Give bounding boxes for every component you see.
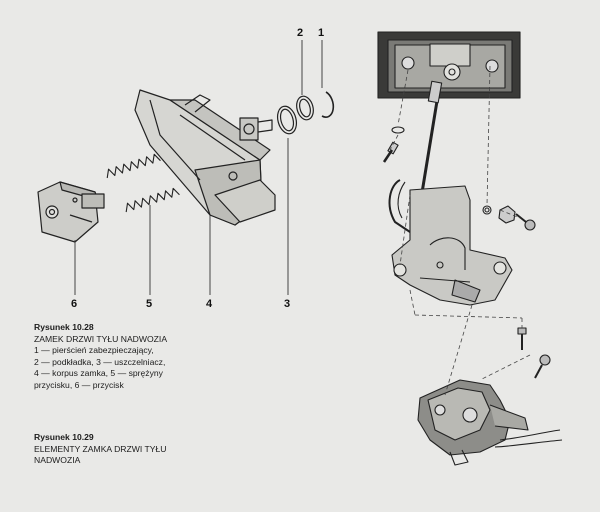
callout-2: 2 xyxy=(297,27,304,39)
callout-5: 5 xyxy=(146,298,153,310)
spring-upper xyxy=(106,153,161,179)
caption-line: ELEMENTY ZAMKA DRZWI TYŁU xyxy=(34,443,167,454)
callout-1: 1 xyxy=(318,27,325,39)
stud-bolt-part xyxy=(515,213,536,231)
caption-title: Rysunek 10.29 xyxy=(34,432,94,442)
callout-6: 6 xyxy=(71,298,78,310)
washer-part xyxy=(296,95,314,121)
lower-screw-part xyxy=(517,327,527,350)
lower-bolt-part xyxy=(534,354,551,379)
circlip-part xyxy=(321,91,335,118)
seal-ring-part xyxy=(276,105,298,135)
push-button-part xyxy=(37,181,105,243)
caption-figure-10-29: Rysunek 10.29 ELEMENTY ZAMKA DRZWI TYŁU … xyxy=(34,432,166,467)
caption-title: Rysunek 10.28 xyxy=(34,322,94,332)
connecting-rod-part xyxy=(418,80,443,206)
caption-line: NADWOZIA xyxy=(34,455,81,465)
latch-mechanism-part xyxy=(388,179,513,306)
spring-lower xyxy=(125,187,180,213)
small-washer-part xyxy=(391,126,405,134)
caption-line: przycisku, 6 — przycisk xyxy=(34,379,124,390)
caption-figure-10-28: Rysunek 10.28 ZAMEK DRZWI TYŁU NADWOZIA … xyxy=(34,322,167,391)
bottom-lock-assembly-part xyxy=(417,379,563,466)
caption-line: 1 — pierścień zabezpieczający, xyxy=(34,345,154,355)
figure-10-29-drawing xyxy=(377,31,563,466)
bolt-part xyxy=(382,141,399,163)
caption-heading: ZAMEK DRZWI TYŁU NADWOZIA xyxy=(34,333,168,344)
callout-4: 4 xyxy=(206,298,213,310)
latch-housing-part xyxy=(377,31,521,99)
nut-part xyxy=(498,205,516,224)
caption-line: 2 — podkładka, 3 — uszczelniacz, xyxy=(34,356,166,367)
caption-line: 4 — korpus zamka, 5 — sprężyny xyxy=(34,368,163,378)
lock-body-part xyxy=(134,89,276,226)
callout-3: 3 xyxy=(284,298,291,310)
